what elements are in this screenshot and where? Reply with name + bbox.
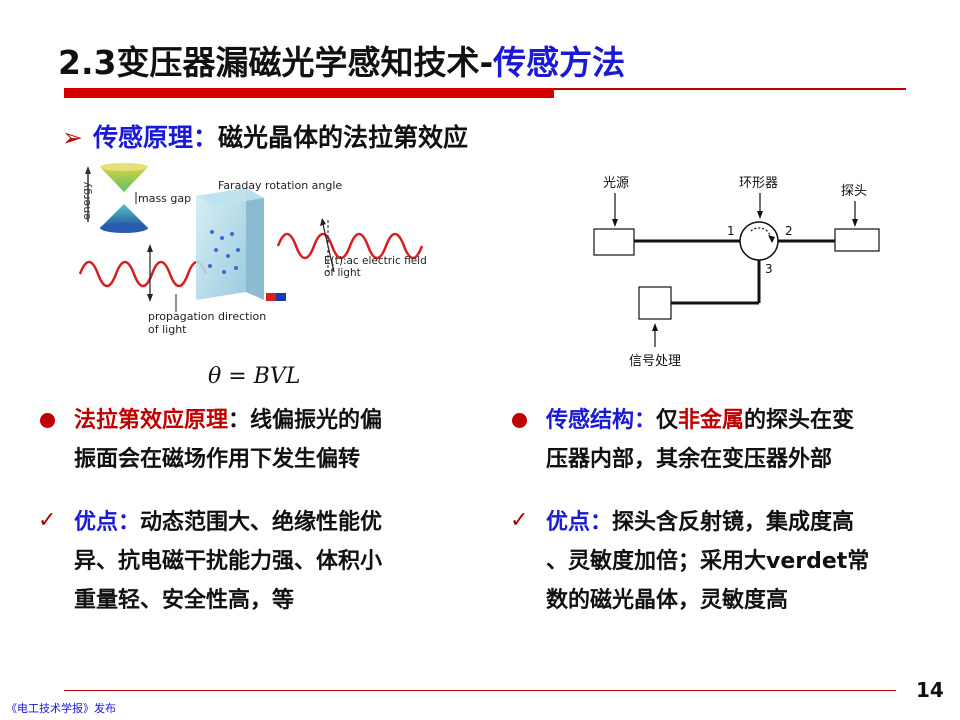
structure-key: 传感结构： [546,408,657,433]
magnet-icon [266,293,286,301]
port3-label: 3 [765,262,773,276]
left-advantages-block: 优点：动态范围大、绝缘性能优 异、抗电磁干扰能力强、体积小 重量轻、安全性高，等 [74,503,382,620]
footer-divider [64,690,896,691]
structure-pre: 仅 [656,408,679,433]
faraday-effect-figure: energy mass gap [78,163,427,336]
red-dot-bullet-icon [40,413,55,428]
title-main: 2.3变压器漏磁光学感知技术- [58,43,494,82]
left-advantages-line2: 异、抗电磁干扰能力强、体积小 [74,549,383,574]
subhead-key: 传感原理： [92,123,218,152]
signal-processing-label: 信号处理 [629,354,681,369]
energy-label: energy [80,181,93,220]
signal-processing-box [638,286,672,320]
field-label-line1: E(t):ac electric field [324,255,427,267]
principle-block: 法拉第效应原理：线偏振光的偏 振面会在磁场作用下发生偏转 [74,401,382,479]
light-source-label: 光源 [603,176,629,191]
checkmark-icon: ✓ [38,508,57,533]
rotation-label: Faraday rotation angle [218,179,342,192]
circulator-label: 环形器 [739,176,778,191]
light-source-box [593,228,635,256]
principle-text-line1: ：线偏振光的偏 [228,408,383,433]
field-label-line2: of light [324,267,361,279]
dirac-cone-icon [100,163,148,233]
incoming-wave [78,260,208,288]
red-dot-bullet-icon [512,413,527,428]
checkmark-icon: ✓ [510,508,529,533]
propagation-label-line2: of light [148,323,187,336]
magneto-optic-crystal [196,188,264,300]
port1-label: 1 [727,224,735,238]
right-advantages-line3: 数的磁光晶体，灵敏度高 [546,588,789,613]
structure-highlight: 非金属 [678,408,745,433]
faraday-formula: θ = BVL [208,364,301,389]
right-advantages-key: 优点： [546,510,613,535]
principle-text-line2: 振面会在磁场作用下发生偏转 [74,447,361,472]
energy-axis: energy [80,166,93,222]
probe-label: 探头 [841,184,867,199]
circulator-diagram: 光源 环形器 探头 1 2 3 信号处理 [593,176,880,369]
right-advantages-line1: 探头含反射镜，集成度高 [612,510,855,535]
subheading: ➢ 传感原理：磁光晶体的法拉第效应 [62,118,468,154]
footer-source: 《电工技术学报》发布 [6,702,116,715]
probe-box [834,228,880,252]
structure-line2: 压器内部，其余在变压器外部 [546,447,833,472]
title-underline-bar [64,88,554,98]
structure-line1: 的探头在变 [744,408,855,433]
structure-block: 传感结构：仅非金属的探头在变 压器内部，其余在变压器外部 [546,401,854,479]
mass-gap-label: mass gap [138,192,191,205]
right-advantages-line2: 、灵敏度加倍；采用大verdet常 [546,549,870,574]
title-highlight: 传感方法 [493,43,626,82]
subhead-value: 磁光晶体的法拉第效应 [217,123,468,152]
slide-title: 2.3变压器漏磁光学感知技术-传感方法 [58,36,625,84]
left-advantages-line1: 动态范围大、绝缘性能优 [140,510,383,535]
port2-label: 2 [785,224,793,238]
propagation-label-line1: propagation direction [148,310,266,323]
principle-key: 法拉第效应原理 [74,408,229,433]
outgoing-wave [276,232,424,260]
left-advantages-line3: 重量轻、安全性高，等 [74,588,295,613]
title-underline-line [554,88,906,90]
left-advantages-key: 优点： [74,510,141,535]
arrow-bullet-icon: ➢ [62,123,83,152]
right-advantages-block: 优点：探头含反射镜，集成度高 、灵敏度加倍；采用大verdet常 数的磁光晶体，… [546,503,869,620]
page-number: 14 [916,678,944,702]
